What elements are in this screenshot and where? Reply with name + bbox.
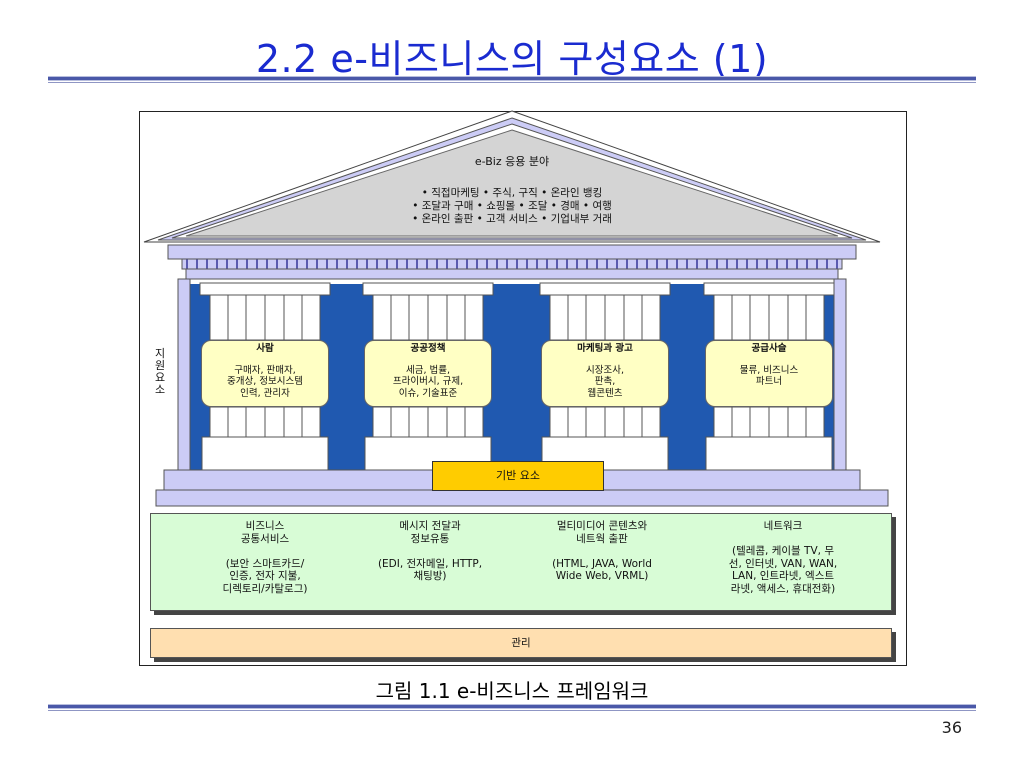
- roof: [143, 110, 881, 243]
- pillar-title: 마케팅과 광고: [577, 343, 633, 354]
- support-elements-label: 지 원 요 소: [145, 348, 175, 396]
- foundation-line: 멀티미디어 콘텐츠와: [556, 520, 648, 532]
- foundation-line: 네트워크: [763, 520, 803, 532]
- title-divider: [48, 76, 976, 83]
- pillar-people: 사람 구매자, 판매자, 중개상, 정보시스템 인력, 관리자: [201, 340, 329, 407]
- pillar-line: 시장조사,: [586, 364, 624, 376]
- column-2: [362, 282, 494, 471]
- right-wall: [833, 278, 847, 472]
- foundation-line: 비즈니스: [245, 520, 285, 532]
- side-label-char: 요: [154, 371, 166, 384]
- pillar-supply-chain: 공급사슬 물류, 비즈니스 파트너: [705, 340, 833, 407]
- foundation-line: (HTML, JAVA, World: [552, 557, 652, 570]
- foundation-line: LAN, 인트라넷, 엑스트: [731, 570, 835, 582]
- roof-title: e-Biz 응용 분야: [474, 155, 550, 168]
- foundation-line: 라넷, 액세스, 휴대전화): [730, 582, 836, 595]
- foundation-line: [517, 545, 687, 558]
- roof-item-line: • 온라인 출판 • 고객 서비스 • 기업내부 거래: [412, 213, 612, 225]
- step-2: [155, 489, 889, 507]
- foundation-panel: [150, 513, 892, 611]
- pillar-title: 공급사슬: [751, 343, 787, 354]
- pillar-title: 공공정책: [410, 343, 446, 354]
- pillar-line: 인력, 관리자: [240, 387, 290, 399]
- foundation-line: (보안 스마트카드/: [225, 557, 305, 570]
- pillar-line: 파트너: [755, 376, 783, 387]
- pillar-line: 중개상, 정보시스템: [227, 376, 303, 387]
- column-1: [199, 282, 331, 471]
- pillar-body: 물류, 비즈니스 파트너: [706, 365, 832, 388]
- base-elements-label: 기반 요소: [432, 461, 604, 491]
- foundation-line: Wide Web, VRML): [555, 570, 649, 582]
- pillar-line: 판촉,: [594, 376, 616, 387]
- foundation-multimedia: 멀티미디어 콘텐츠와 네트웍 출판 (HTML, JAVA, World Wid…: [517, 520, 687, 583]
- roof-item-line: • 조달과 구매 • 쇼핑몰 • 조달 • 경매 • 여행: [412, 200, 612, 212]
- foundation-line: 정보유통: [410, 532, 450, 545]
- pillar-line: 물류, 비즈니스: [739, 364, 799, 376]
- pillar-body: 세금, 법률, 프라이버시, 규제, 이슈, 기술표준: [365, 365, 491, 400]
- foundation-line: 디렉토리/카탈로그): [222, 582, 308, 595]
- foundation-line: 인증, 전자 지불,: [229, 570, 301, 582]
- pillar-marketing: 마케팅과 광고 시장조사, 판촉, 웹콘텐츠: [541, 340, 669, 407]
- side-label-char: 지: [154, 347, 166, 360]
- pillar-line: 웹콘텐츠: [587, 387, 623, 399]
- pillar-body: 시장조사, 판촉, 웹콘텐츠: [542, 365, 668, 400]
- foundation-line: 채팅방): [413, 570, 447, 582]
- foundation-line: 공통서비스: [240, 532, 290, 545]
- foundation-line: 메시지 전달과: [399, 520, 461, 532]
- foundation-line: [345, 545, 515, 558]
- pillar-title: 사람: [256, 343, 274, 354]
- column-3: [539, 282, 671, 471]
- left-wall: [177, 278, 191, 472]
- roof-items: • 직접마케팅 • 주식, 구직 • 온라인 뱅킹 • 조달과 구매 • 쇼핑몰…: [312, 187, 712, 226]
- foundation-line: [180, 545, 350, 558]
- entablature-dentils: [181, 258, 843, 270]
- entablature-top: [167, 244, 857, 260]
- pillar-body: 구매자, 판매자, 중개상, 정보시스템 인력, 관리자: [202, 365, 328, 400]
- pillar-public-policy: 공공정책 세금, 법률, 프라이버시, 규제, 이슈, 기술표준: [364, 340, 492, 407]
- side-label-char: 소: [154, 383, 166, 396]
- column-4: [703, 282, 835, 471]
- pillar-line: 세금, 법률,: [405, 364, 451, 376]
- foundation-network: 네트워크 (텔레콤, 케이블 TV, 무 선, 인터넷, VAN, WAN, L…: [698, 520, 868, 595]
- foundation-business-services: 비즈니스 공통서비스 (보안 스마트카드/ 인증, 전자 지불, 디렉토리/카탈…: [180, 520, 350, 595]
- foundation-line: [698, 533, 868, 546]
- foundation-line: 선, 인터넷, VAN, WAN,: [728, 557, 838, 570]
- pillar-line: 이슈, 기술표준: [398, 387, 458, 399]
- side-label-char: 원: [154, 359, 166, 372]
- foundation-line: 네트웍 출판: [576, 532, 628, 545]
- figure-caption: 그림 1.1 e-비즈니스 프레임워크: [375, 679, 649, 703]
- pillar-line: 프라이버시, 규제,: [392, 376, 464, 387]
- slide-title: 2.2 e-비즈니스의 구성요소 (1): [255, 37, 769, 81]
- page-number: 36: [941, 718, 962, 737]
- foundation-line: (EDI, 전자메일, HTTP,: [377, 557, 483, 570]
- footer-divider: [48, 704, 976, 711]
- foundation-messaging: 메시지 전달과 정보유통 (EDI, 전자메일, HTTP, 채팅방): [345, 520, 515, 583]
- roof-item-line: • 직접마케팅 • 주식, 구직 • 온라인 뱅킹: [421, 187, 603, 199]
- management-bar: 관리: [150, 628, 892, 658]
- foundation-line: (텔레콤, 케이블 TV, 무: [731, 545, 834, 557]
- pillar-line: 구매자, 판매자,: [234, 364, 296, 376]
- entablature-band: [185, 268, 839, 280]
